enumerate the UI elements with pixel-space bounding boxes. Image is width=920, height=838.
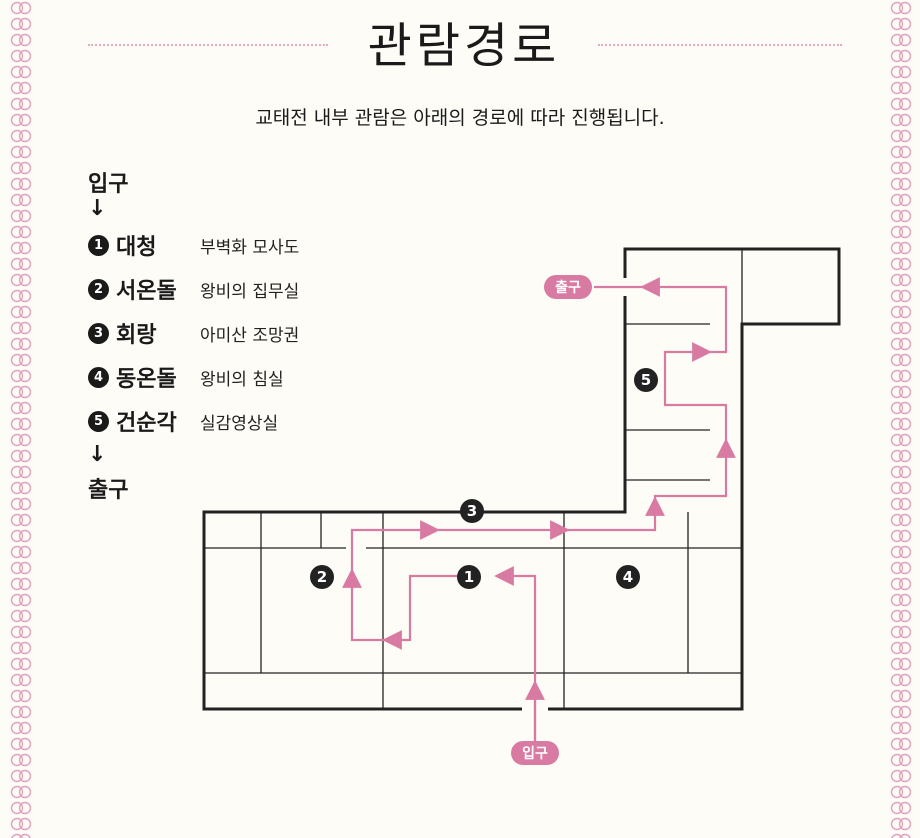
title-divider-right [598,44,842,46]
map-marker-label: 4 [623,568,633,586]
decorative-border-right [888,0,914,838]
route-item-name: 건순각 [116,411,177,436]
route-exit: 출구 [88,478,129,503]
title-divider-left [88,44,328,46]
map-marker-5: 5 [634,368,658,392]
map-marker-1: 1 [457,565,481,589]
route-item-number: 4 [88,366,109,388]
route-item-desc: 왕비의 침실 [200,369,284,390]
exit-tag: 출구 [544,275,592,299]
route-item-name: 회랑 [116,323,157,348]
route-item-number: 5 [88,410,109,432]
route-item-2: 2 서온돌 왕비의 집무실 [88,274,299,304]
route-item-name: 서온돌 [116,279,177,304]
route-item-name: 동온돌 [116,367,177,392]
title-row: 관람경로 [0,4,920,76]
map-marker-label: 2 [317,568,327,586]
route-item-desc: 실감영상실 [200,413,279,434]
route-item-desc: 아미산 조망권 [200,325,300,346]
map-marker-label: 1 [464,568,474,586]
map-marker-label: 3 [467,502,477,520]
route-item-desc: 왕비의 집무실 [200,281,300,302]
route-arrow-down-icon: ↓ [88,196,107,221]
decorative-border-left [8,0,34,838]
route-path [342,277,736,748]
map-marker-2: 2 [310,565,334,589]
route-item-1: 1 대청 부벽화 모사도 [88,230,299,260]
room-partitions [204,249,743,709]
route-item-name: 대청 [116,235,157,260]
route-item-number: 3 [88,322,109,344]
page-subtitle: 교태전 내부 관람은 아래의 경로에 따라 진행됩니다. [255,107,665,129]
page-title: 관람경로 [367,18,561,74]
route-item-4: 4 동온돌 왕비의 침실 [88,362,284,392]
route-item-desc: 부벽화 모사도 [200,237,300,258]
map-marker-3: 3 [460,499,484,523]
route-item-5: 5 건순각 실감영상실 [88,406,278,436]
route-entrance: 입구 [88,172,129,197]
building-walls [202,247,841,711]
route-arrow-down-icon: ↓ [88,442,107,467]
map-marker-label: 5 [641,371,651,389]
exit-tag-label: 출구 [555,279,581,296]
route-item-number: 2 [88,278,109,300]
map-marker-4: 4 [616,565,640,589]
route-item-3: 3 회랑 아미산 조망권 [88,318,299,348]
entrance-tag: 입구 [511,741,559,765]
route-item-number: 1 [88,234,109,256]
entrance-tag-label: 입구 [522,746,548,762]
